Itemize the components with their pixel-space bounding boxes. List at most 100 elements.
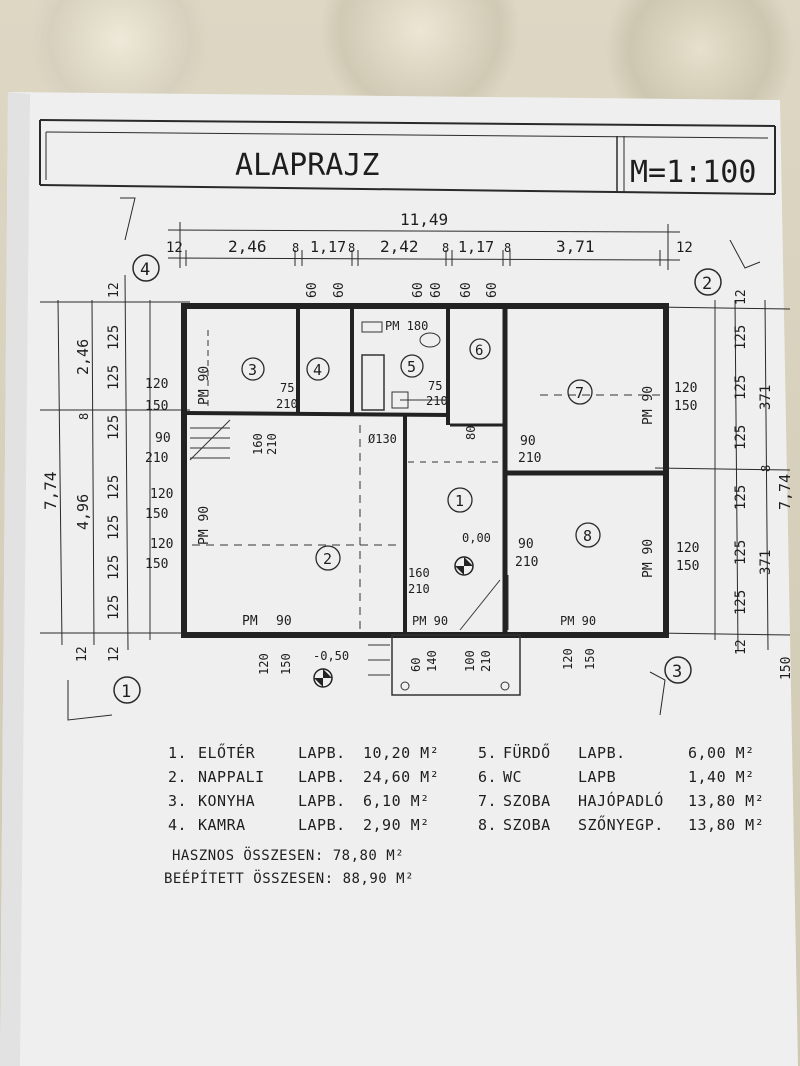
legend-room: KONYHA [198,792,256,810]
dim-top-8: 8 [504,241,511,255]
dim-top-6: 8 [442,241,449,255]
left-total: 7,74 [41,471,60,510]
opening-d130: Ø130 [368,432,397,446]
opening-60-e: 60 [459,282,474,298]
window-150-right-b: 150 [676,559,699,574]
legend-room: WC [503,768,523,786]
left-col-4: 125 [106,475,122,500]
legend-no: 2. [168,768,188,786]
dim-top-10: 12 [676,240,693,256]
door-210-left: 210 [145,451,168,466]
legend-floor: LAPB. [298,744,346,762]
legend-no: 3. [168,792,188,810]
title-block: ALAPRAJZ M=1:100 [39,119,776,195]
window-150-left-c: 150 [145,557,168,572]
room-number-6: 6 [475,343,483,359]
dim-top-2: 8 [292,241,299,255]
window-120-left-c: 120 [150,537,173,552]
dim-top-5: 2,42 [380,237,419,256]
room-number-5: 5 [407,358,416,376]
right-dimension-chains: 12 125 125 125 125 125 125 12 371 8 371 … [654,289,794,680]
legend-room: FÜRDŐ [503,744,551,762]
dim-top-0: 12 [166,240,183,256]
legend-area: 24,60 M² [363,768,440,786]
door-75-a: 75 [280,381,294,395]
window-150-bottom-a: 150 [279,653,293,675]
opening-labels: 60 60 60 60 60 60 PM 180 120 150 90 210 … [145,282,699,675]
window-120-right-b: 120 [676,541,699,556]
legend-room: ELŐTÉR [198,744,256,762]
room-number-2: 2 [323,550,332,568]
right-extra: 150 [779,657,794,680]
left-col-7: 125 [106,595,122,620]
legend-floor: LAPB. [298,792,346,810]
left-col-1: 125 [106,325,122,350]
legend-room: NAPPALI [198,768,265,786]
dim-top-7: 1,17 [458,238,494,256]
opening-210-bottom: 210 [479,650,493,672]
right-col-6: 125 [733,590,749,615]
pm90-label-a: PM 90 [197,366,212,405]
window-120-bottom-b: 120 [561,648,575,670]
window-150-left-a: 150 [145,399,168,414]
room-number-3: 3 [248,361,257,379]
legend-floor: LAPB. [578,744,626,762]
legend-area: 1,40 M² [688,768,755,786]
section-mark-4: 4 [140,260,150,280]
right-col-2: 125 [733,375,749,400]
total-width-label: 11,49 [400,210,448,229]
useful-area-total: HASZNOS ÖSSZESEN: 78,80 M² [172,848,405,864]
dim-top-3: 1,17 [310,238,346,256]
legend-room: SZOBA [503,792,551,810]
legend-area: 10,20 M² [363,744,440,762]
opening-90-bottom: 90 [276,614,292,629]
room-number-8: 8 [583,527,592,545]
legend-no: 8. [478,816,498,834]
pm90-bottom-b: PM 90 [560,614,596,628]
right-col-0: 12 [734,289,749,305]
door-75-b: 75 [428,379,442,393]
paper-sheet [0,92,798,1066]
legend-floor: HAJÓPADLÓ [578,792,664,810]
built-area-total: BEÉPÍTETT ÖSSZESEN: 88,90 M² [164,871,415,887]
left-col-0: 12 [107,282,122,298]
door-210-b: 210 [426,394,448,408]
pm90-right-a: PM 90 [641,386,656,425]
left-part-1: 8 [77,413,91,420]
door-90-b: 90 [520,434,536,449]
door-80: 80 [464,426,478,440]
door-210-f: 210 [408,582,430,596]
legend-floor: LAPB [578,768,617,786]
left-col-6: 125 [106,555,122,580]
legend-area: 2,90 M² [363,816,430,834]
opening-100: 100 [463,650,477,672]
pm-bottom-c: PM [242,614,258,629]
right-total: 7,74 [776,474,794,510]
legend-no: 5. [478,744,498,762]
door-160-a: 160 [251,433,265,455]
pm90-right-b: PM 90 [641,539,656,578]
legend-floor: LAPB. [298,768,346,786]
left-dimension-chains: 7,74 2,46 8 4,96 12 125 125 125 125 125 … [40,274,190,662]
window-150-right-a: 150 [674,399,697,414]
opening-60-a: 60 [305,282,320,298]
legend-area: 13,80 M² [688,816,765,834]
right-col-5: 125 [733,540,749,565]
level-0-00: 0,00 [462,531,491,545]
room-number-1: 1 [455,492,464,510]
walls [181,303,669,638]
opening-60-f: 60 [485,282,500,298]
section-mark-2: 2 [702,274,712,294]
section-mark-3: 3 [672,662,682,682]
legend-area: 13,80 M² [688,792,765,810]
left-part-0: 2,46 [74,339,92,375]
right-col-1: 125 [733,325,749,350]
opening-60-d: 60 [429,282,444,298]
legend-room: SZOBA [503,816,551,834]
left-col-5: 125 [106,515,122,540]
door-210-a: 210 [276,397,298,411]
window-120-left-b: 120 [150,487,173,502]
pm90-bottom-a: PM 90 [412,614,448,628]
legend-room: KAMRA [198,816,246,834]
